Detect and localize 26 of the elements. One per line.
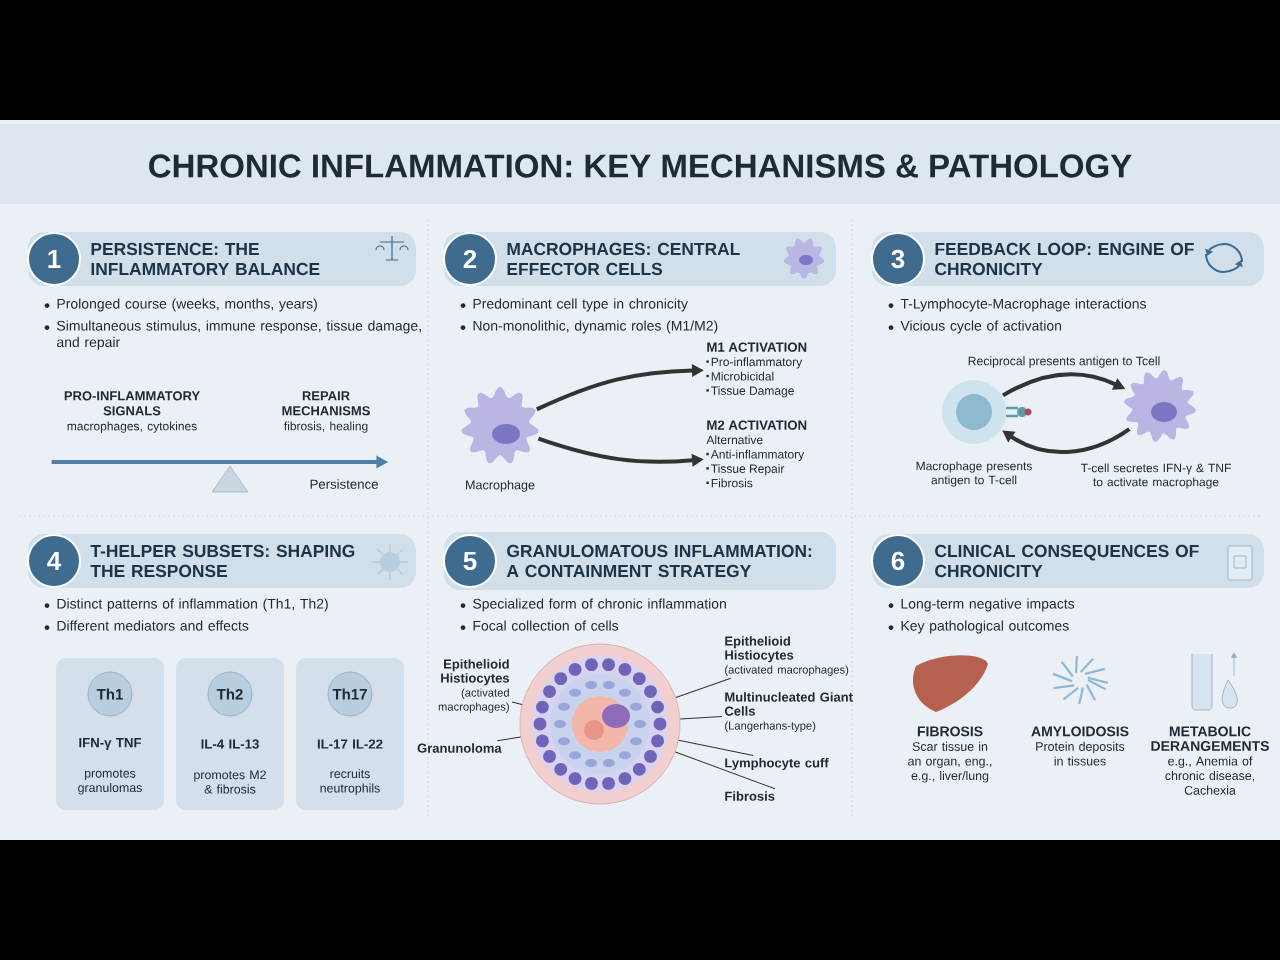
section-title: CLINICAL CONSEQUENCES OF CHRONICITY [935, 544, 1199, 578]
number-badge: 1 [27, 232, 81, 286]
leader-line [674, 751, 776, 790]
section-header [871, 232, 1264, 286]
title-banner: CHRONIC INFLAMMATION: KEY MECHANISMS & PATHOLOGY [0, 124, 1280, 204]
section-header [443, 232, 836, 286]
number-badge: 4 [27, 534, 81, 588]
section-header [27, 534, 416, 588]
number-badge: 5 [443, 534, 497, 588]
number-badge: 6 [871, 534, 925, 588]
section-title: FEEDBACK LOOP: ENGINE OF CHRONICITY [935, 242, 1194, 276]
number-badge: 2 [443, 232, 497, 286]
leader-line [496, 736, 522, 742]
section-header [443, 532, 836, 590]
leader-line [679, 716, 723, 720]
section-title: T-HELPER SUBSETS: SHAPING THE RESPONSE [90, 544, 355, 578]
section-title: MACROPHAGES: CENTRAL EFFECTOR CELLS [507, 242, 740, 276]
section-title: PERSISTENCE: THE INFLAMMATORY BALANCE [91, 242, 320, 276]
section-title: GRANULOMATOUS INFLAMMATION: A CONTAINMENT STRATEGY [506, 544, 812, 578]
section-header [27, 232, 416, 286]
number-badge: 3 [871, 232, 925, 286]
leader-line [511, 701, 523, 706]
leader-line [675, 677, 732, 698]
leader-line [678, 739, 754, 757]
granuloma-drawing [519, 643, 681, 805]
section-header [871, 534, 1264, 588]
